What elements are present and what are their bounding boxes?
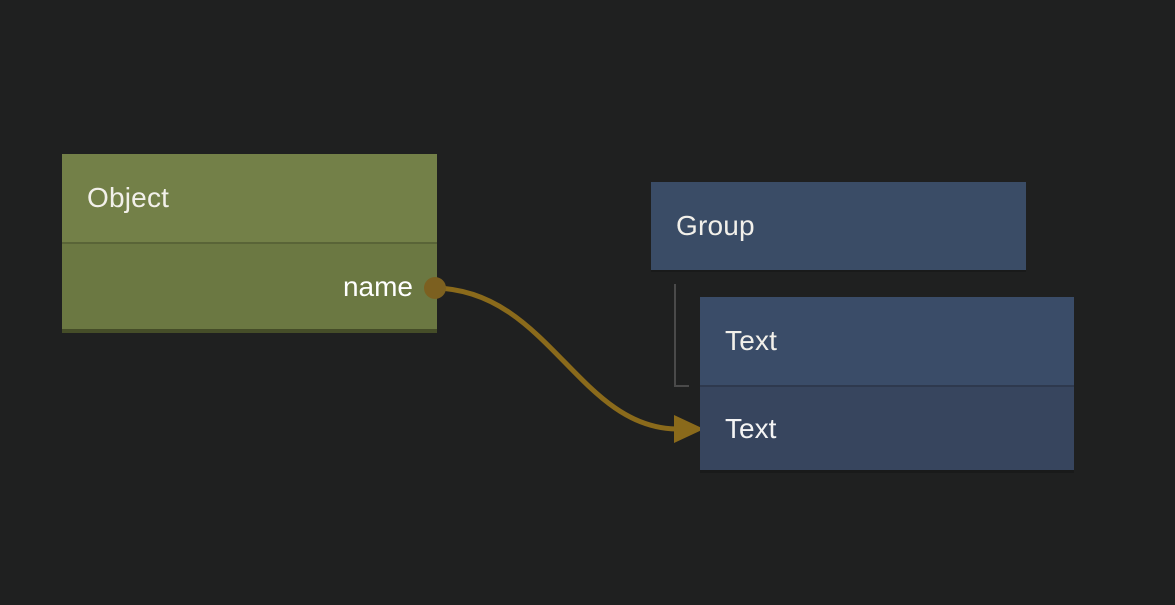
text-field-row[interactable]: Text xyxy=(700,387,1074,470)
node-group-header[interactable]: Group xyxy=(651,182,1026,270)
tree-connector-elbow xyxy=(674,385,689,387)
node-text-header[interactable]: Text xyxy=(700,297,1074,385)
output-port-dot[interactable] xyxy=(424,277,446,299)
node-group[interactable]: Group xyxy=(651,182,1026,272)
tree-connector-vertical xyxy=(674,284,676,387)
node-text-title: Text xyxy=(725,325,778,356)
text-field-label: Text xyxy=(725,412,777,444)
node-text[interactable]: Text Text xyxy=(700,297,1074,473)
node-object-title: Object xyxy=(87,182,170,213)
output-port-label: name xyxy=(342,270,413,302)
node-object-body: name xyxy=(62,242,437,329)
node-group-title: Group xyxy=(676,210,755,241)
node-object-header[interactable]: Object xyxy=(62,154,437,242)
output-port-row-name[interactable]: name xyxy=(62,244,437,329)
connection-wire[interactable] xyxy=(434,285,677,432)
node-object[interactable]: Object name xyxy=(62,154,437,333)
node-text-body: Text xyxy=(700,385,1074,470)
